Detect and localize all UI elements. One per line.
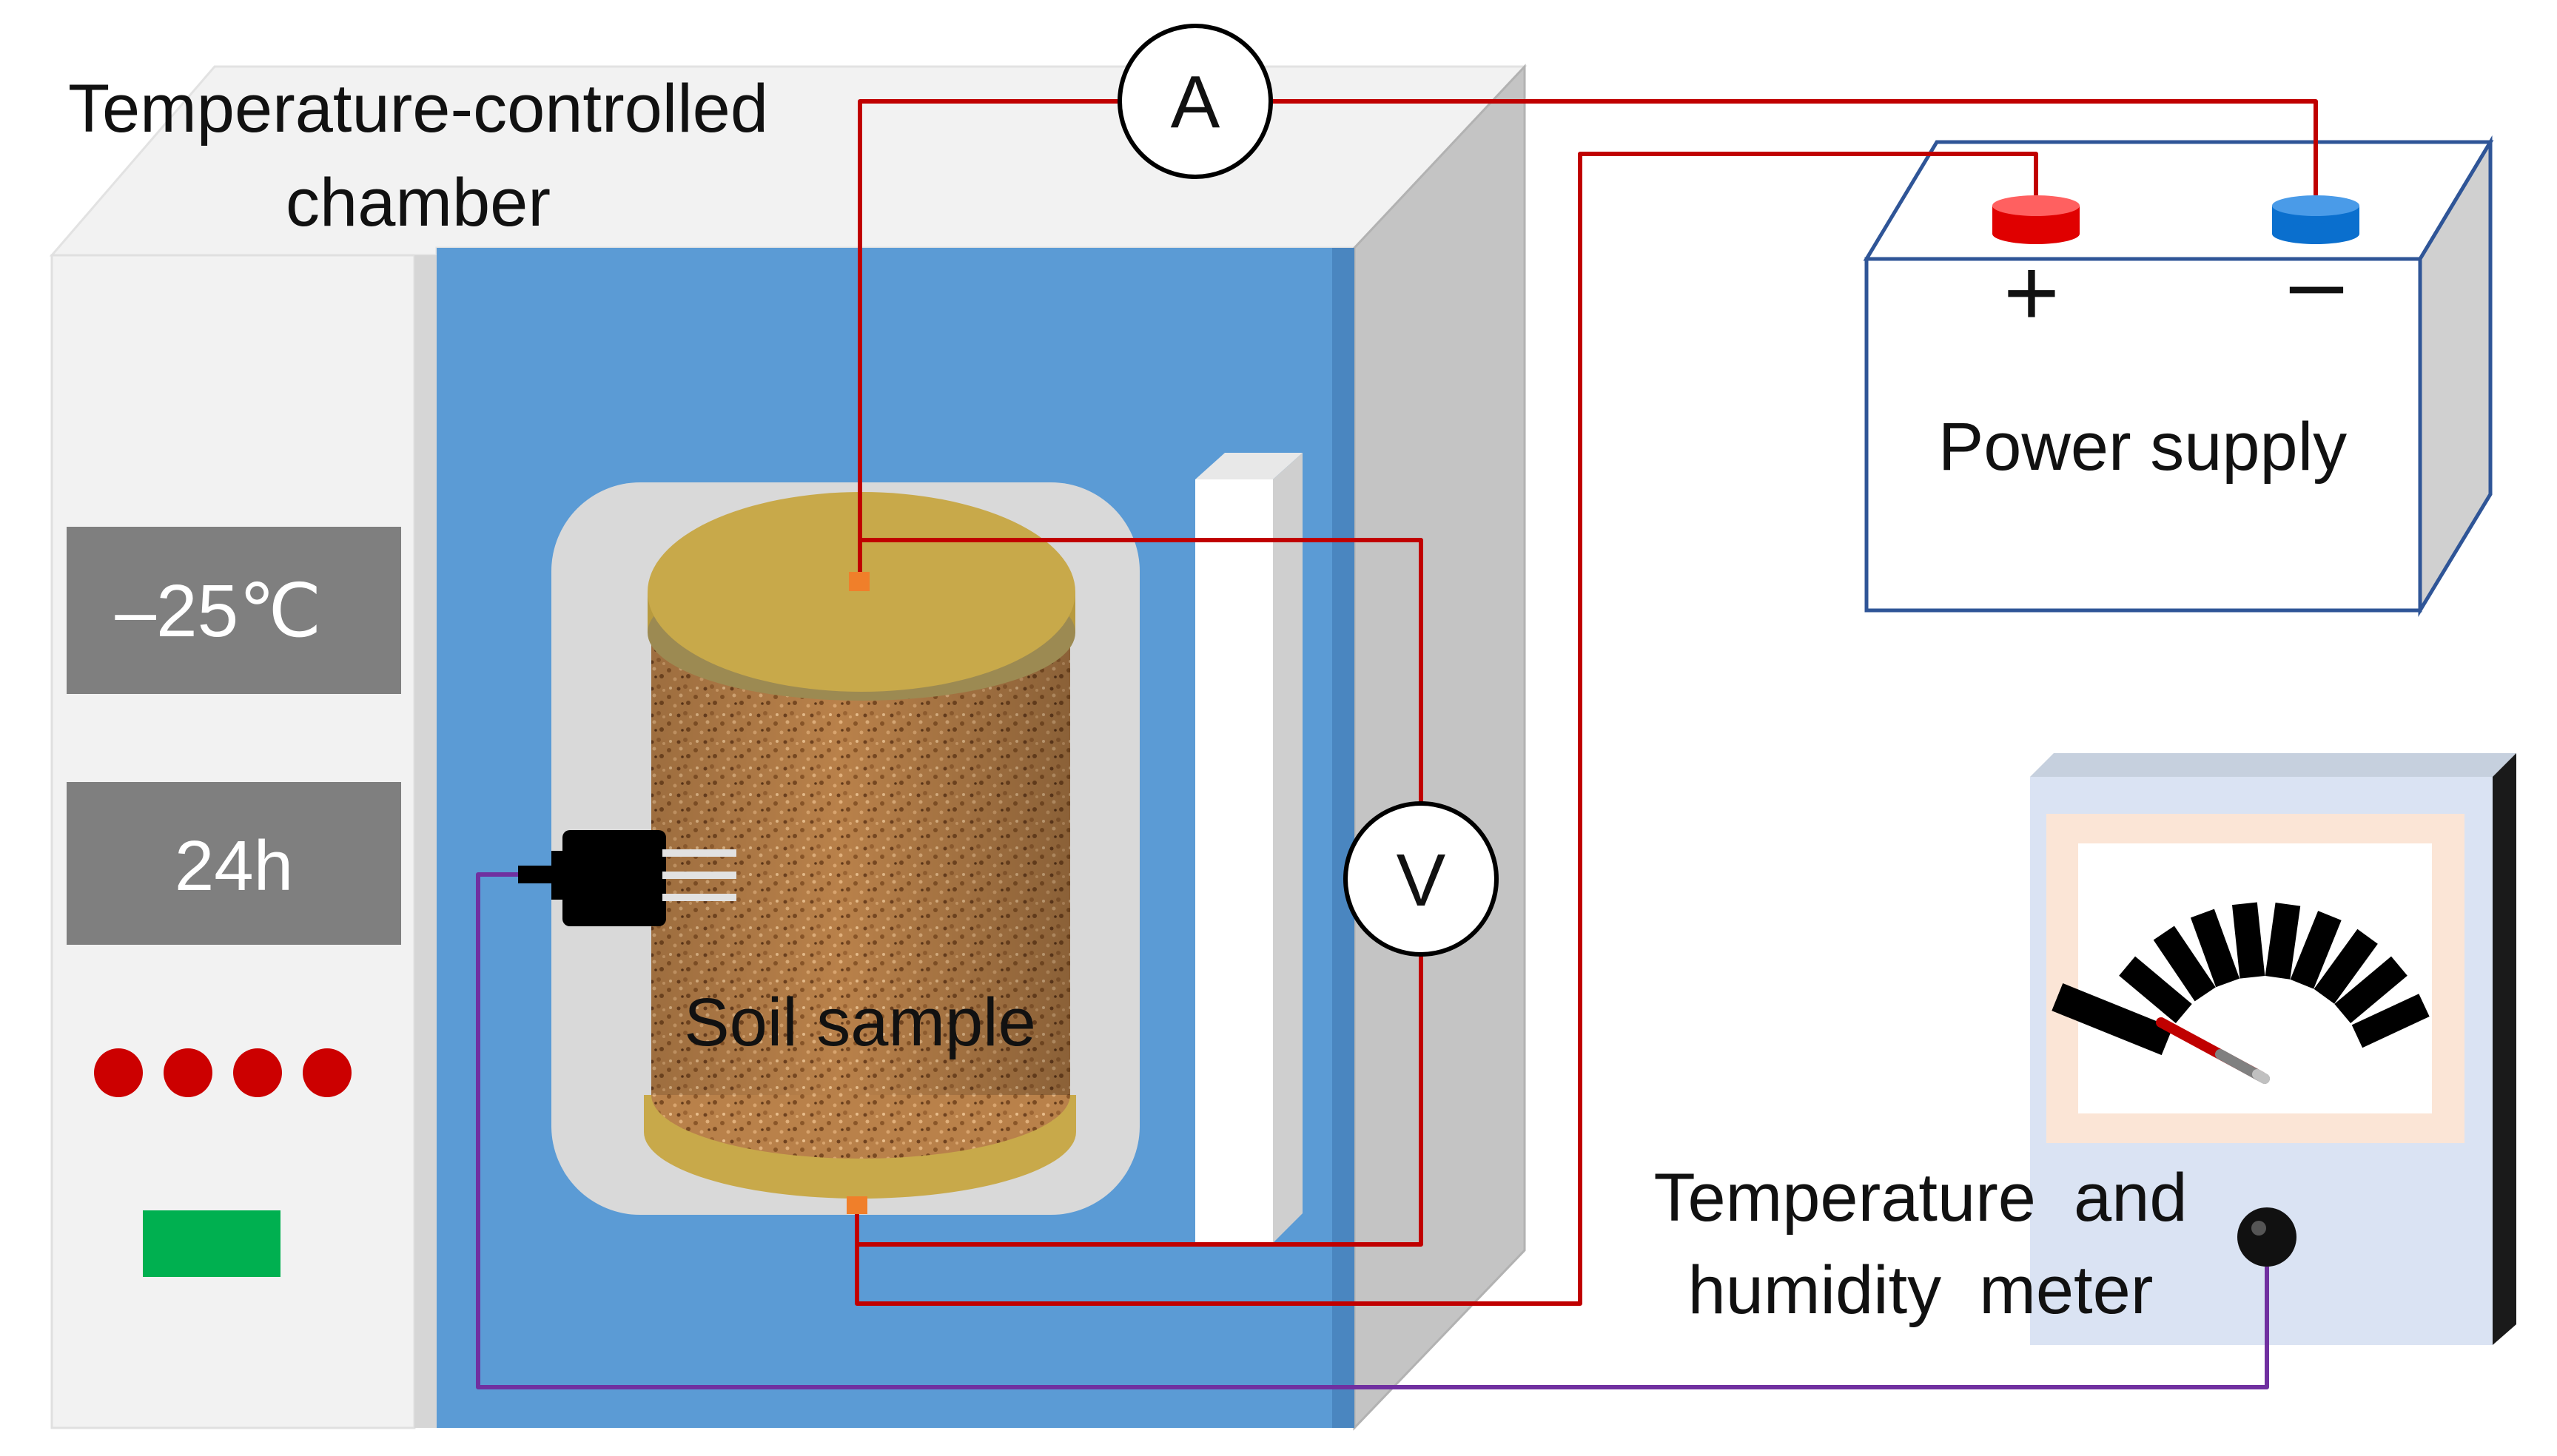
indicator-light <box>164 1048 212 1097</box>
panel-duration-display: 24h <box>67 782 401 945</box>
positive-symbol: + <box>2003 238 2060 346</box>
power-supply-front <box>1864 257 2422 613</box>
wire-ammeter-to-negative <box>1273 99 2318 195</box>
meter-label-line2: humidity meter <box>1688 1253 2154 1328</box>
positive-terminal <box>1992 195 2080 244</box>
meter-dial-scale <box>2052 902 2430 1056</box>
panel-temperature-display: –25℃ <box>67 527 401 694</box>
chamber-panel-divider <box>414 255 437 1428</box>
voltmeter: V <box>1343 801 1499 957</box>
wire-voltmeter-top <box>860 538 1423 812</box>
dial-tick <box>2231 902 2265 979</box>
dial-tick <box>2351 994 2430 1048</box>
ammeter-symbol: A <box>1171 61 1220 144</box>
chamber-label-line2: chamber <box>286 165 551 240</box>
meter-side <box>2493 753 2516 1345</box>
meter-top <box>2030 753 2516 777</box>
dial-tick <box>2334 956 2408 1024</box>
dial-tick <box>2314 928 2378 1004</box>
dial-tick <box>2052 983 2173 1056</box>
chamber-label-line1: Temperature-controlled <box>68 71 768 146</box>
top-electrode <box>849 572 870 591</box>
temperature-humidity-probe <box>518 830 736 926</box>
temperature-readout: –25℃ <box>115 570 321 653</box>
dial-tick <box>2190 909 2240 988</box>
panel-indicator-lights <box>94 1048 352 1097</box>
temperature-humidity-meter <box>2030 753 2516 1345</box>
soil-sample-cylinder <box>644 492 1076 1214</box>
dial-tick <box>2153 926 2216 1002</box>
power-supply-label: Power supply <box>1938 409 2347 485</box>
panel-status-light <box>143 1210 280 1277</box>
ammeter: A <box>1118 24 1273 179</box>
reference-rod <box>1195 453 1303 1243</box>
meter-needle <box>2156 1017 2270 1084</box>
dial-tick <box>2290 911 2342 989</box>
indicator-light <box>94 1048 143 1097</box>
chamber-door-edge <box>1332 248 1354 1428</box>
bottom-electrode <box>847 1196 867 1214</box>
voltmeter-symbol: V <box>1397 839 1446 922</box>
wire-ammeter-to-sample <box>858 99 1118 572</box>
wire-probe-to-meter <box>476 872 2269 1389</box>
meter-label-line1: Temperature and <box>1653 1160 2187 1236</box>
duration-readout: 24h <box>175 826 293 906</box>
indicator-light <box>233 1048 282 1097</box>
power-supply-box: + – Power supply <box>1863 135 2494 617</box>
negative-symbol: – <box>2290 227 2344 335</box>
dial-tick <box>2265 902 2301 980</box>
indicator-light <box>303 1048 352 1097</box>
dial-tick <box>2119 956 2192 1024</box>
chamber-side-face <box>1353 64 1526 1431</box>
negative-terminal <box>2272 195 2359 244</box>
wire-positive-to-sample <box>855 152 2038 1306</box>
power-supply-top <box>1863 140 2494 261</box>
meter-knob[interactable] <box>2237 1207 2296 1267</box>
circuit-wires <box>476 99 2318 1389</box>
soil-sample-label: Soil sample <box>684 985 1036 1060</box>
